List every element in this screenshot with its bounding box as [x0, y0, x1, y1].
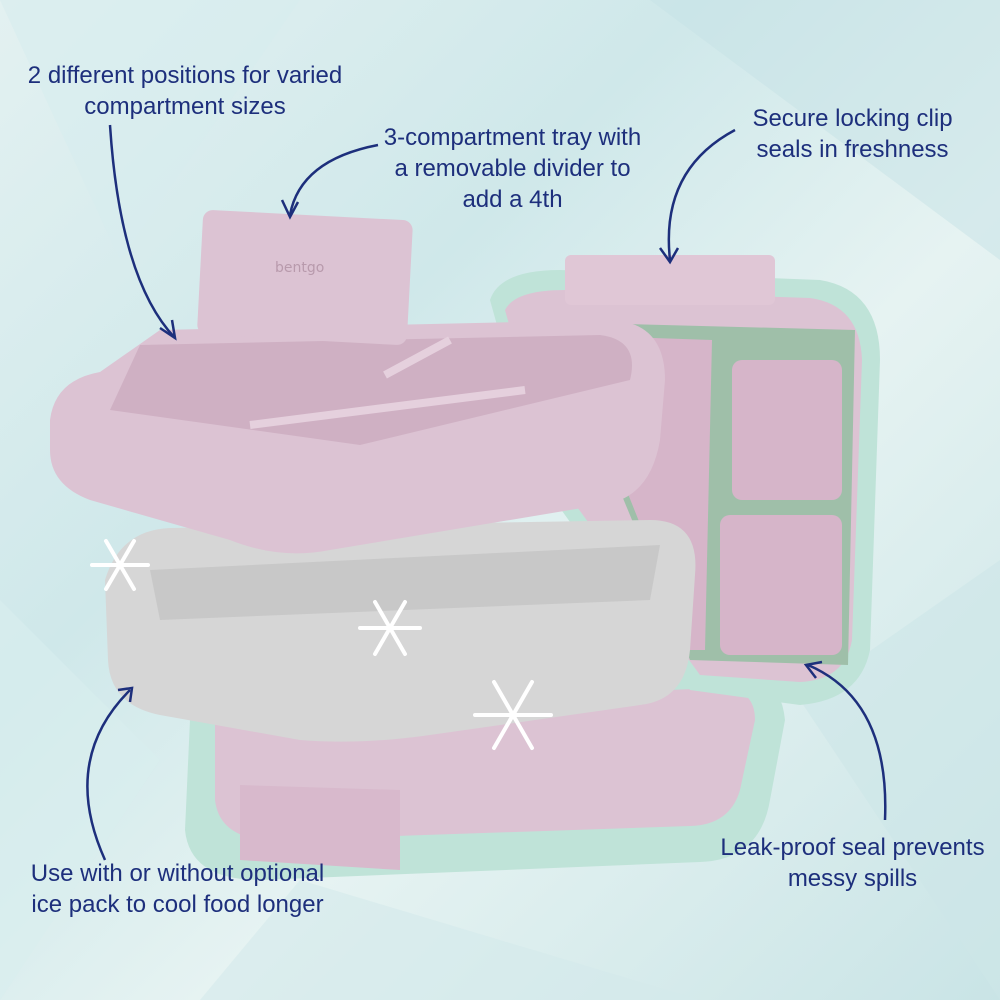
compartment-tray: bentgo [50, 210, 665, 554]
callout-seal: Leak-proof seal prevents messy spills [720, 834, 985, 892]
locking-clip [565, 255, 775, 305]
ice-pack [105, 520, 696, 742]
callout-clip: Secure locking clip seals in freshness [752, 105, 953, 163]
arrow-clip [667, 128, 736, 261]
removable-divider [197, 210, 413, 345]
snowflake-icons [90, 539, 553, 750]
arrow-positions [108, 124, 176, 339]
arrow-tray [288, 143, 379, 216]
brand-logo: bentgo [275, 260, 324, 276]
callout-positions: 2 different positions for varied compart… [27, 62, 343, 120]
arrow-ice [86, 689, 131, 861]
callout-arrows [86, 124, 887, 861]
arrow-seal [807, 663, 887, 821]
callout-tray: 3-compartment tray with a removable divi… [383, 124, 642, 213]
callout-ice: Use with or without optional ice pack to… [30, 860, 325, 918]
